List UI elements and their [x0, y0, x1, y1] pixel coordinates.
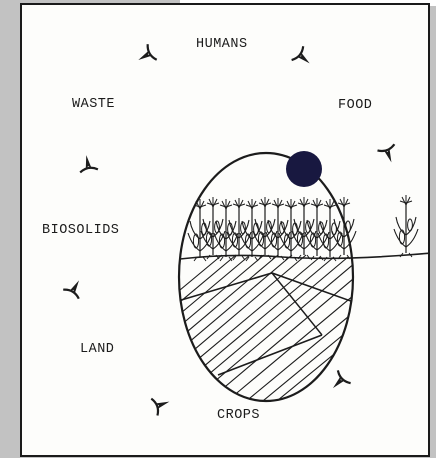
- label-humans: HUMANS: [196, 37, 248, 52]
- cycle-arrow-icon: [292, 46, 316, 70]
- sun-icon: [286, 151, 322, 187]
- corn-plant-icon: [394, 195, 418, 257]
- cycle-arrow-icon: [63, 276, 87, 299]
- corn-plant-icon: [292, 197, 316, 259]
- label-land: LAND: [80, 342, 114, 357]
- label-waste: WASTE: [72, 97, 115, 112]
- label-biosolids: BIOSOLIDS: [42, 223, 119, 238]
- corn-plant-icon: [332, 197, 356, 259]
- corn-plant-icon: [188, 199, 212, 261]
- corn-plant-icon: [227, 198, 251, 260]
- label-food: FOOD: [338, 98, 372, 113]
- corn-row: [188, 195, 418, 261]
- cycle-arrow-icon: [77, 154, 98, 173]
- corn-plant-icon: [266, 198, 290, 260]
- corn-plant-icon: [279, 199, 303, 261]
- corn-plant-icon: [214, 199, 238, 261]
- cycle-arrow-icon: [134, 44, 157, 68]
- corn-plant-icon: [253, 197, 277, 259]
- label-crops: CROPS: [217, 408, 260, 423]
- diagram-frame: HUMANS FOOD CROPS LAND BIOSOLIDS WASTE: [20, 3, 430, 457]
- cycle-arrow-icon: [327, 370, 351, 394]
- cycle-arrow-icon: [377, 144, 399, 165]
- corn-plant-icon: [201, 197, 225, 259]
- corn-plant-icon: [240, 199, 264, 261]
- cycle-arrow-icon: [151, 393, 172, 415]
- corn-plant-icon: [305, 198, 329, 260]
